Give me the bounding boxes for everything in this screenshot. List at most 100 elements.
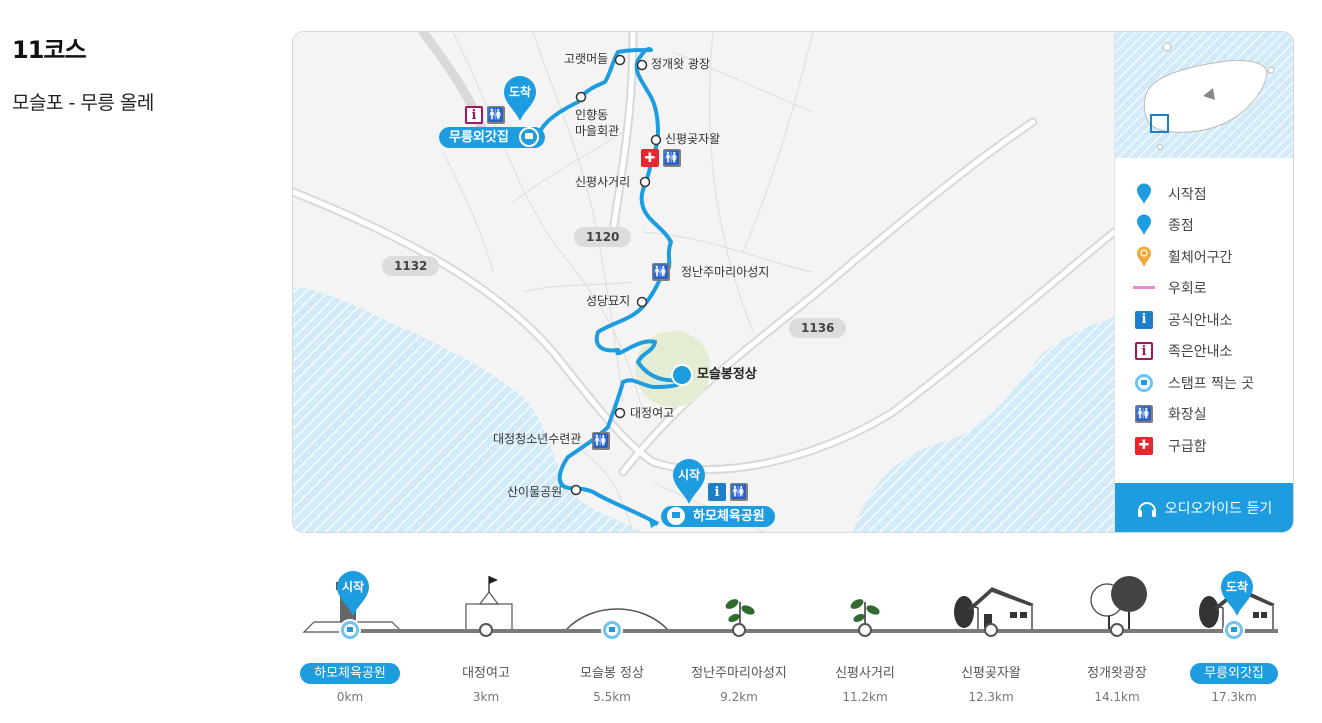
timeline-stop-name: 정개왓광장: [1087, 666, 1147, 681]
timeline-stop-name: 모슬봉 정상: [580, 666, 644, 681]
legend-item: 🚻 화장실: [1133, 399, 1254, 431]
place-label: 정개왓 광장: [651, 57, 711, 71]
place-label: 마을회관: [575, 124, 620, 138]
course-title: 11코스: [12, 36, 87, 64]
place-label: 성당묘지: [586, 294, 631, 308]
jeju-overview-minimap: [1115, 32, 1293, 158]
legend-item: i 공식안내소: [1133, 304, 1254, 336]
timeline-stop-distance: 11.2km: [842, 690, 888, 704]
timeline-stop-name: 신평사거리: [835, 666, 895, 681]
end-pin-icon: 도착: [1219, 570, 1255, 618]
course-timeline: 하모체육공원 0km 대정여고 3km 모슬봉 정상 5.5km 정난주마리아성…: [292, 560, 1292, 720]
place-label: 산이물공원: [507, 485, 563, 499]
restroom-icon: 🚻: [487, 106, 505, 124]
place-label: 대정여고: [630, 406, 675, 420]
stamp-icon: [339, 619, 361, 641]
audio-guide-label: 오디오가이드 듣기: [1164, 500, 1273, 517]
timeline-stop-name: 하모체육공원: [290, 662, 410, 684]
legend-item: 스탬프 찍는 곳: [1133, 367, 1254, 399]
course-subtitle: 모슬포 - 무릉 올레: [12, 92, 154, 114]
map-canvas: [293, 32, 1114, 532]
place-label: 신평사거리: [575, 175, 631, 189]
stamp-icon: [1223, 619, 1245, 641]
timeline-stop-distance: 9.2km: [720, 690, 758, 704]
small-info-icon: i: [1133, 340, 1155, 362]
waypoint-dot: [858, 623, 872, 637]
waypoint-dot: [479, 623, 493, 637]
legend-item: i 족은안내소: [1133, 336, 1254, 368]
stamp-icon: [519, 127, 539, 147]
waypoint-dot: [1110, 623, 1124, 637]
start-point-label[interactable]: 하모체육공원: [661, 506, 775, 527]
waypoint-dot: [732, 623, 746, 637]
place-label: 모슬봉정상: [697, 367, 757, 382]
sea-area: [293, 287, 643, 532]
sea-area: [853, 317, 1114, 532]
tree-illustration-icon: [1090, 576, 1147, 630]
legend-item: ✚ 구급함: [1133, 430, 1254, 462]
timeline-stop[interactable]: 신평사거리 11.2km: [805, 560, 925, 720]
restroom-icon: 🚻: [1135, 405, 1153, 424]
house-illustration-icon: [954, 587, 1034, 631]
timeline-stop-name: 대정여고: [462, 666, 510, 681]
timeline-stop[interactable]: 대정여고 3km: [426, 560, 546, 720]
end-pin-icon: [1133, 214, 1155, 236]
road-number-1132: 1132: [382, 256, 440, 276]
legend-item: 우회로: [1133, 273, 1254, 305]
first-aid-icon: ✚: [1133, 435, 1155, 457]
restroom-icon: 🚻: [652, 263, 670, 281]
first-aid-icon: ✚: [641, 149, 659, 167]
info-icon: i: [708, 483, 726, 501]
wheelchair-pin-icon: [1133, 246, 1155, 268]
legend-item: 휠체어구간: [1133, 241, 1254, 273]
start-pin-icon: 시작: [671, 458, 707, 506]
place-label: 고랫머들: [564, 52, 609, 66]
start-pin-icon: [1133, 183, 1155, 205]
stamp-icon: [601, 619, 623, 641]
timeline-stop-name: 신평곶자왈: [961, 666, 1021, 681]
timeline-stop-distance: 3km: [472, 690, 500, 704]
school-illustration-icon: [465, 576, 513, 633]
place-label: 인향동: [575, 108, 609, 122]
waypoint-dot: [984, 623, 998, 637]
start-pin-icon: 시작: [335, 570, 371, 618]
timeline-stop[interactable]: 신평곶자왈 12.3km: [931, 560, 1051, 720]
timeline-track: [348, 629, 1278, 633]
sprout-illustration-icon: [850, 599, 880, 630]
place-label: 대정청소년수련관: [493, 432, 582, 446]
legend-panel: 시작점 종점 휠체어구간 우회로 i 공식안내소 i 족은안내소: [1114, 32, 1293, 532]
sprout-illustration-icon: [725, 599, 755, 630]
legend-list: 시작점 종점 휠체어구간 우회로 i 공식안내소 i 족은안내소: [1133, 178, 1254, 462]
audio-guide-button[interactable]: 오디오가이드 듣기: [1115, 483, 1293, 532]
end-point-label[interactable]: 무릉외갓집: [439, 127, 545, 148]
place-label: 신평곶자왈: [665, 132, 721, 146]
info-icon: i: [1133, 309, 1155, 331]
road-number-1120: 1120: [574, 227, 632, 247]
timeline-stop-name: 정난주마리아성지: [691, 666, 787, 681]
timeline-stop-distance: 12.3km: [968, 690, 1014, 704]
timeline-stop[interactable]: 하모체육공원 0km: [290, 560, 410, 720]
timeline-stop-name: 무릉외갓집: [1174, 662, 1294, 684]
stamp-icon: [667, 507, 685, 525]
timeline-stop[interactable]: 무릉외갓집 17.3km: [1174, 560, 1294, 720]
restroom-icon: 🚻: [592, 432, 610, 450]
restroom-icon: 🚻: [730, 483, 748, 501]
timeline-stop[interactable]: 모슬봉 정상 5.5km: [552, 560, 672, 720]
timeline-stop[interactable]: 정개왓광장 14.1km: [1057, 560, 1177, 720]
legend-item: 종점: [1133, 210, 1254, 242]
hill-illustration-icon: [565, 608, 669, 631]
timeline-stop-distance: 17.3km: [1211, 690, 1257, 704]
timeline-stop[interactable]: 정난주마리아성지 9.2km: [679, 560, 799, 720]
timeline-stop-distance: 14.1km: [1094, 690, 1140, 704]
restroom-icon: 🚻: [663, 149, 681, 167]
detour-line-icon: [1133, 277, 1155, 299]
timeline-stop-distance: 5.5km: [593, 690, 631, 704]
small-info-icon: i: [465, 106, 483, 124]
legend-item: 시작점: [1133, 178, 1254, 210]
end-pin-icon: 도착: [502, 75, 538, 123]
headphones-icon: [1137, 499, 1157, 517]
place-label: 정난주마리아성지: [681, 265, 770, 279]
stamp-icon: [1133, 372, 1155, 394]
course-map[interactable]: 1132 1120 1136 고랫머들 정개왓 광장 인향동 마을회관 신평곶자…: [292, 31, 1294, 533]
road-number-1136: 1136: [789, 318, 847, 338]
